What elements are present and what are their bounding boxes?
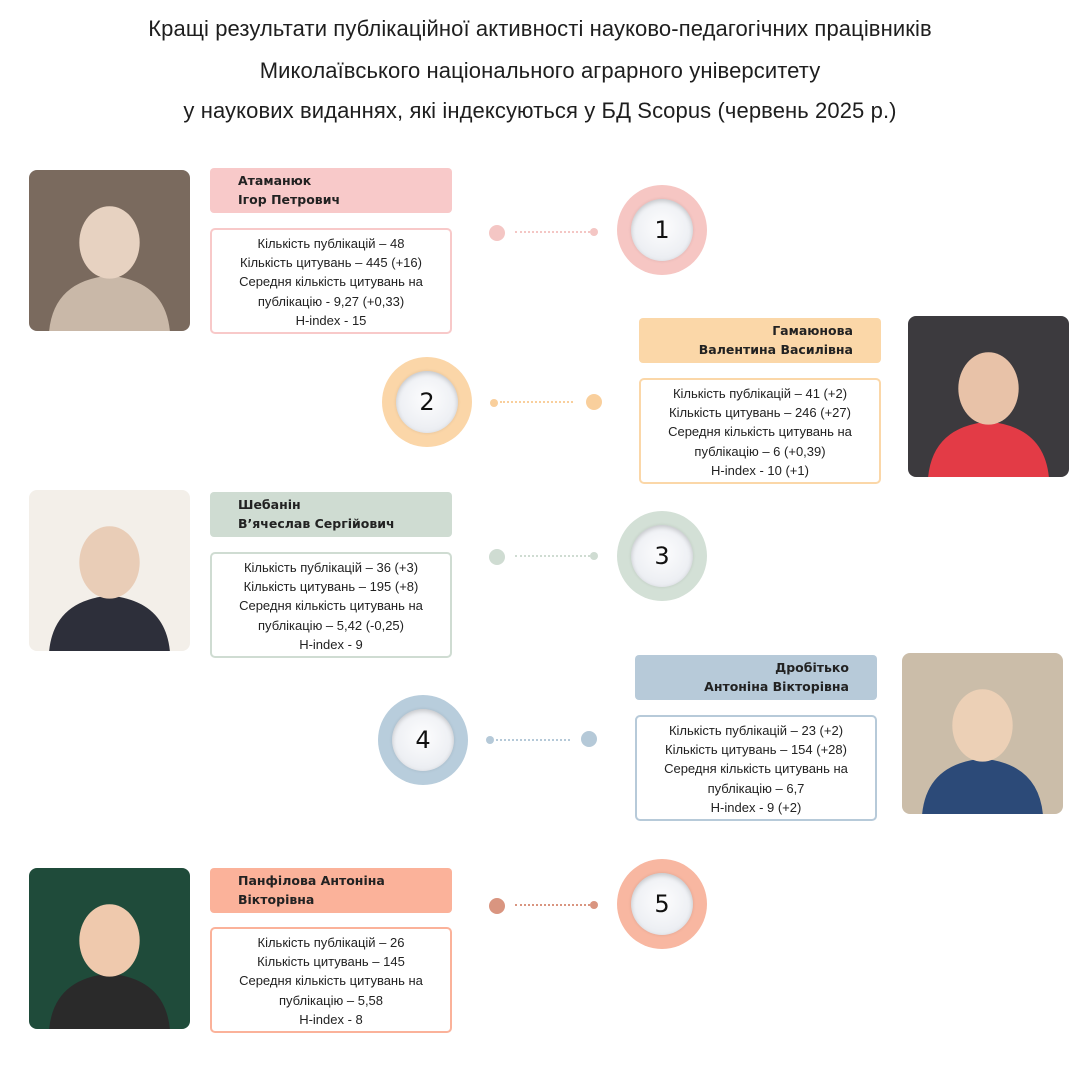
rank-number: 2 [419, 388, 435, 416]
surname: Панфілова Антоніна [238, 873, 385, 888]
given-names: В’ячеслав Сергійович [238, 516, 395, 531]
stat-line: Кількість цитувань – 445 (+16) [240, 255, 422, 271]
connector-dot-large [489, 549, 505, 565]
connector-dot-large [489, 225, 505, 241]
title-line-2: Миколаївського національного аграрного у… [259, 58, 821, 83]
rank-number: 4 [415, 726, 431, 754]
stat-line: Кількість цитувань – 145 [257, 954, 405, 970]
rank-badge: 5 [617, 859, 707, 949]
surname: Дробітько [775, 660, 849, 675]
stat-line: публікацію – 6 (+0,39) [694, 443, 826, 459]
connector-dot-small [490, 399, 498, 407]
given-names: Валентина Василівна [698, 342, 853, 357]
connector-dot-large [581, 731, 597, 747]
given-names: Ігор Петрович [238, 192, 341, 207]
stats-card: Кількість публікацій – 23 (+2) Кількість … [635, 715, 877, 821]
stat-line: Кількість публікацій – 41 (+2) [672, 386, 848, 401]
portrait-photo [29, 868, 190, 1029]
stat-line: публікацію - 9,27 (+0,33) [257, 293, 405, 309]
stat-line: Середня кількість цитувань на [239, 598, 423, 614]
name-label: Шебанін В’ячеслав Сергійович [210, 492, 452, 537]
rank-disc [631, 873, 693, 935]
name-label: Атаманюк Ігор Петрович [210, 168, 452, 213]
surname: Шебанін [238, 497, 301, 512]
stat-line: H-index - 8 [299, 1011, 363, 1027]
stat-line: H-index - 15 [295, 312, 367, 328]
portrait-photo [902, 653, 1063, 814]
portrait-photo [29, 490, 190, 651]
stat-line: публікацію – 6,7 [707, 780, 805, 796]
title-line-1: Кращі результати публікаційної активност… [148, 16, 932, 41]
rank-disc [631, 525, 693, 587]
stats-card: Кількість публікацій – 36 (+3) Кількість … [210, 552, 452, 658]
connector-dot-small [486, 736, 494, 744]
rank-number: 1 [654, 216, 670, 244]
portrait-photo [908, 316, 1069, 477]
name-label: Гамаюнова Валентина Василівна [639, 318, 881, 363]
stat-line: Середня кількість цитувань на [239, 274, 423, 290]
stat-line: Середня кількість цитувань на [239, 973, 423, 989]
dotted-connector [515, 904, 590, 906]
dotted-connector [500, 401, 573, 403]
rank-disc [396, 371, 458, 433]
stat-line: Кількість публікацій – 48 [257, 236, 405, 251]
connector-dot-small [590, 552, 598, 560]
rank-badge: 2 [382, 357, 472, 447]
stat-line: Кількість цитувань – 195 (+8) [243, 579, 419, 595]
rank-number: 5 [654, 890, 670, 918]
dotted-connector [515, 555, 590, 557]
name-label: Панфілова Антоніна Вікторівна [210, 868, 452, 913]
portrait-photo [29, 170, 190, 331]
connector-dot-large [489, 898, 505, 914]
stat-line: H-index - 9 [299, 636, 363, 652]
stats-card: Кількість публікацій – 41 (+2) Кількість … [639, 378, 881, 484]
connector-dot-small [590, 901, 598, 909]
given-names: Антоніна Вікторівна [704, 679, 849, 694]
connector-dot-large [586, 394, 602, 410]
rank-badge: 1 [617, 185, 707, 275]
stats-card: Кількість публікацій – 48 Кількість цитув… [210, 228, 452, 334]
stat-line: Кількість публікацій – 26 [257, 935, 405, 950]
title-line-3: у наукових виданнях, які індексуються у … [183, 98, 897, 123]
stat-line: Кількість цитувань – 154 (+28) [665, 742, 847, 758]
given-names: Вікторівна [238, 892, 315, 907]
stat-line: Кількість публікацій – 36 (+3) [243, 560, 419, 575]
stat-line: Кількість цитувань – 246 (+27) [669, 405, 851, 421]
name-label: Дробітько Антоніна Вікторівна [635, 655, 877, 700]
surname: Атаманюк [238, 173, 312, 188]
dotted-connector [515, 231, 590, 233]
stats-card: Кількість публікацій – 26 Кількість цитув… [210, 927, 452, 1033]
stat-line: H-index - 10 (+1) [711, 462, 809, 478]
dotted-connector [496, 739, 570, 741]
rank-badge: 4 [378, 695, 468, 785]
stat-line: Кількість публікацій – 23 (+2) [668, 723, 844, 738]
stat-line: публікацію – 5,42 (-0,25) [258, 617, 404, 633]
rank-number: 3 [654, 542, 670, 570]
stat-line: H-index - 9 (+2) [710, 799, 802, 815]
rank-badge: 3 [617, 511, 707, 601]
connector-dot-small [590, 228, 598, 236]
surname: Гамаюнова [772, 323, 853, 338]
stat-line: публікацію – 5,58 [278, 992, 384, 1008]
rank-disc [631, 199, 693, 261]
stat-line: Середня кількість цитувань на [664, 761, 848, 777]
stat-line: Середня кількість цитувань на [668, 424, 852, 440]
rank-disc [392, 709, 454, 771]
